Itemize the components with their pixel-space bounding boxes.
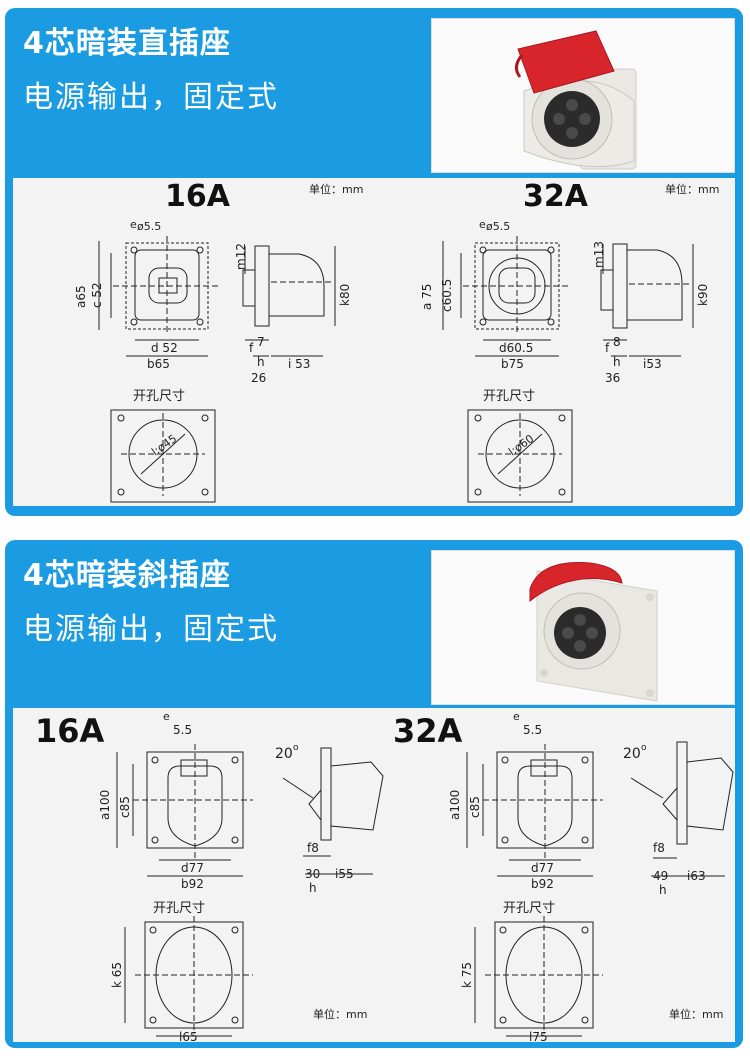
front-view-32a [466,744,603,877]
dim-h-val: 36 [605,371,620,385]
dim-l: l:ø45 [149,432,179,458]
dim-e-dia: 5.5 [173,723,192,737]
dim-d: d77 [531,861,554,875]
dim-f-val: 8 [613,335,621,349]
angled-socket-photo [431,550,735,705]
dim-c: c 52 [90,282,104,308]
dim-a: a65 [74,285,88,308]
dim-a: a 75 [420,284,434,310]
dim-a: a100 [98,790,112,820]
dim-i: i55 [335,867,354,881]
dim-e: e [130,218,137,231]
dim-k: k80 [338,284,352,306]
dim-i: i63 [687,869,706,883]
dim-d: d77 [181,861,204,875]
dim-m: m13 [592,241,606,268]
panel-title: 4芯暗装斜插座 [23,558,231,593]
dim-c: c85 [468,796,482,818]
dim-i: i53 [643,357,662,371]
dim-e-dia: ø5.5 [137,220,161,233]
dimension-drawing: 16A e 5.5 a100 c85 d77 b92 20 o [13,708,735,1044]
dim-angle: 20 [275,746,293,762]
amp-label: 16A [35,712,105,750]
dim-h: h [309,881,317,895]
dim-b: b92 [531,877,554,891]
dim-h: h [257,355,265,369]
dimension-drawing: 16A 单位：mm e ø5.5 a65 c 52 d 52 b65 [13,178,735,506]
cutout-view-32a [467,409,573,503]
dim-a: a100 [448,790,462,820]
dim-h-val: 26 [251,371,266,385]
dim-f: f8 [653,841,665,855]
unit-label: 单位：mm [313,1007,367,1021]
dim-b: b75 [501,357,524,371]
dim-k: k 65 [110,962,124,988]
dim-b: b65 [147,357,170,371]
cutout-label: 开孔尺寸 [483,389,535,404]
dim-f: f8 [307,841,319,855]
angled-socket-panel: 4芯暗装斜插座 电源输出，固定式 16A e 5.5 [5,540,743,1048]
panel-subtitle: 电源输出，固定式 [23,612,279,647]
dim-l: l65 [179,1030,198,1042]
side-view-16a [242,245,336,357]
dim-l: l:ø60 [506,432,536,458]
dim-e-dia: 5.5 [523,723,542,737]
dim-e: e [163,710,170,723]
dim-m: m12 [234,243,248,270]
amp-label: 32A [393,712,463,750]
dim-d: d60.5 [499,341,533,355]
dim-f: f [249,341,254,355]
cutout-label: 开孔尺寸 [153,901,205,916]
dim-k: k 75 [460,962,474,988]
cutout-label: 开孔尺寸 [133,389,185,404]
panel-subtitle: 电源输出，固定式 [23,80,279,115]
dim-i: i 53 [288,357,310,371]
dim-h-val: 30 [305,867,320,881]
dim-h: h [613,355,621,369]
panel-title: 4芯暗装直插座 [23,26,231,61]
dim-c: c60.5 [440,279,454,312]
cutout-view-16a [124,916,253,1037]
dim-l: l75 [529,1030,548,1042]
side-view-32a: 20 o [623,741,734,877]
front-view-16a [116,744,253,877]
front-view-16a [98,236,218,357]
front-view-32a [442,236,568,357]
dim-e-dia: ø5.5 [486,220,510,233]
dim-h-val: 49 [653,869,668,883]
dim-c: c85 [118,796,132,818]
unit-label: 单位：mm [309,182,363,196]
dim-e: e [479,218,486,231]
side-view-32a [600,243,694,357]
amp-label: 32A [523,179,589,214]
straight-socket-photo [431,18,735,173]
dim-angle: 20 [623,746,641,762]
dim-e: e [513,710,520,723]
cutout-label: 开孔尺寸 [503,901,555,916]
unit-label: 单位：mm [669,1007,723,1021]
amp-label: 16A [165,179,231,214]
svg-text:o: o [293,743,299,753]
svg-text:o: o [641,743,647,753]
cutout-view-16a [110,409,216,503]
cutout-view-32a [474,916,603,1037]
dim-f-val: 7 [257,335,265,349]
dim-b: b92 [181,877,204,891]
dim-f: f [605,341,610,355]
straight-socket-panel: 4芯暗装直插座 电源输出，固定式 16A 单位：mm [5,8,743,516]
dim-k: k90 [696,284,710,306]
dim-h: h [659,883,667,897]
dim-d: d 52 [151,341,178,355]
side-view-16a: 20 o [275,743,384,875]
unit-label: 单位：mm [665,182,719,196]
